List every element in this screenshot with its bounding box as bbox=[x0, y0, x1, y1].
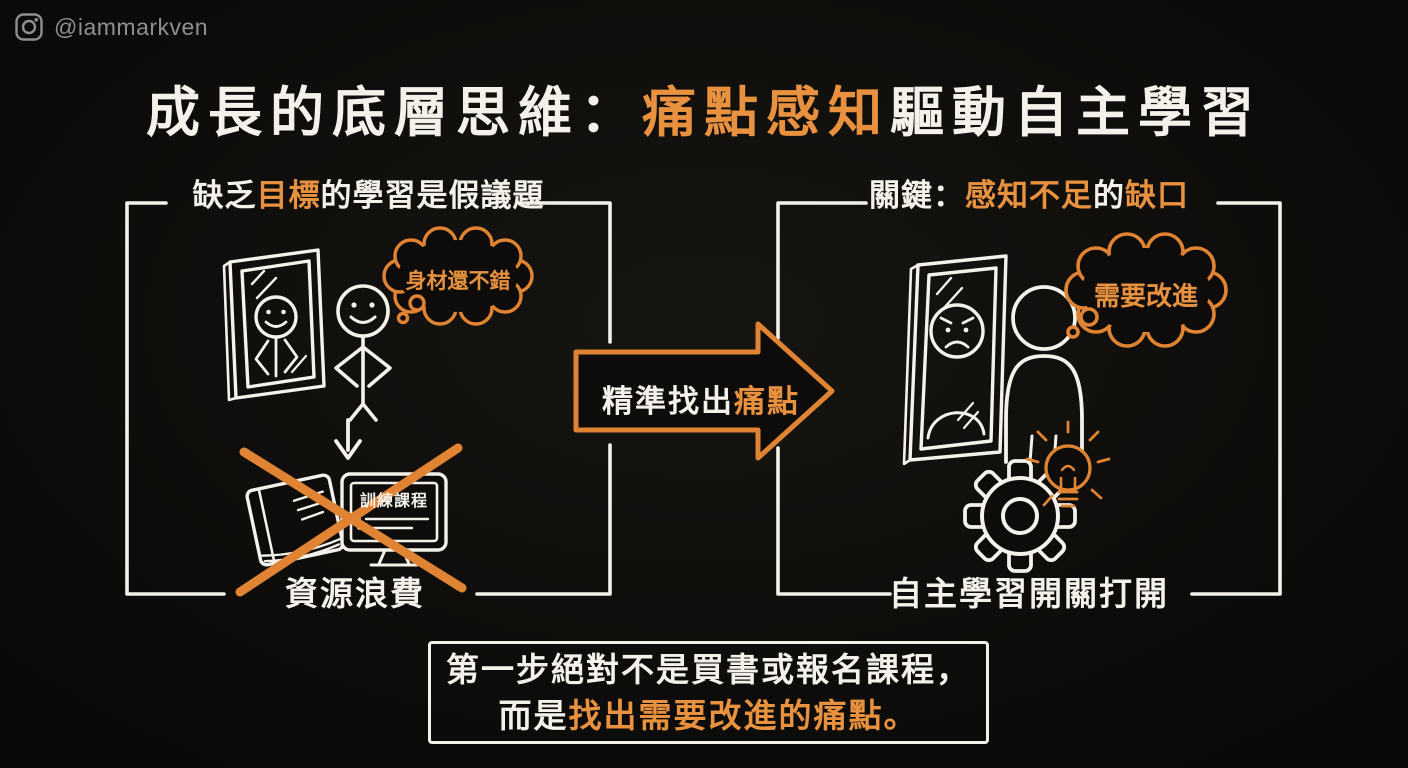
lightbulb-icon bbox=[1025, 420, 1111, 508]
left-thought-bubble-text: 身材還不錯 bbox=[405, 270, 511, 293]
left-heading-highlight: 目標 bbox=[256, 178, 321, 213]
back-view-person-icon bbox=[1004, 285, 1084, 464]
left-panel-caption: 資源浪費 bbox=[285, 575, 425, 612]
right-heading-mid: 的 bbox=[1093, 178, 1125, 213]
right-panel-frame bbox=[776, 201, 1282, 596]
footer-note-box: 第一步絕對不是買書或報名課程， 而是找出需要改進的痛點。 bbox=[428, 641, 989, 744]
page-title: 成長的底層思維：痛點感知驅動自主學習 bbox=[0, 68, 1408, 147]
right-thought-bubble-text: 需要改進 bbox=[1093, 281, 1198, 311]
watermark: @iammarkven bbox=[14, 12, 208, 42]
mirror-icon bbox=[222, 248, 326, 402]
title-highlight: 痛點感知 bbox=[642, 83, 890, 143]
happy-stick-figure-icon bbox=[334, 284, 392, 422]
monitor-screen-label: 訓練課程 bbox=[359, 493, 428, 510]
right-heading-highlight1: 感知不足 bbox=[965, 178, 1093, 213]
book-icon bbox=[245, 473, 345, 567]
right-heading-highlight2: 缺口 bbox=[1125, 178, 1189, 213]
left-heading-suffix: 的學習是假議題 bbox=[320, 178, 545, 213]
gear-icon bbox=[963, 459, 1077, 573]
right-heading-prefix: 關鍵： bbox=[869, 178, 965, 213]
footer-line2-highlight: 找出需要改進的痛點 bbox=[568, 696, 884, 734]
right-panel-caption: 自主學習開關打開 bbox=[889, 575, 1169, 612]
footer-line-1: 第一步絕對不是買書或報名課程， bbox=[446, 650, 971, 688]
title-suffix: 驅動自主學習 bbox=[890, 83, 1262, 143]
left-panel-heading: 缺乏目標的學習是假議題 bbox=[127, 170, 610, 215]
left-heading-prefix: 缺乏 bbox=[192, 178, 257, 213]
down-arrow-icon bbox=[334, 418, 362, 460]
title-prefix: 成長的底層思維： bbox=[146, 83, 642, 143]
right-panel-heading: 關鍵：感知不足的缺口 bbox=[778, 170, 1280, 215]
transition-arrow-label: 精準找出痛點 bbox=[578, 376, 824, 421]
arrow-label-highlight: 痛點 bbox=[734, 384, 800, 419]
instagram-icon bbox=[15, 13, 43, 41]
footer-line-2: 而是找出需要改進的痛點。 bbox=[431, 694, 986, 738]
footer-line2-suffix: 。 bbox=[883, 696, 919, 734]
watermark-handle: @iammarkven bbox=[54, 13, 209, 40]
left-panel-frame bbox=[125, 201, 612, 596]
mirror-icon bbox=[902, 254, 1008, 466]
footer-line2-prefix: 而是 bbox=[498, 696, 569, 734]
arrow-label-prefix: 精準找出 bbox=[602, 384, 734, 419]
